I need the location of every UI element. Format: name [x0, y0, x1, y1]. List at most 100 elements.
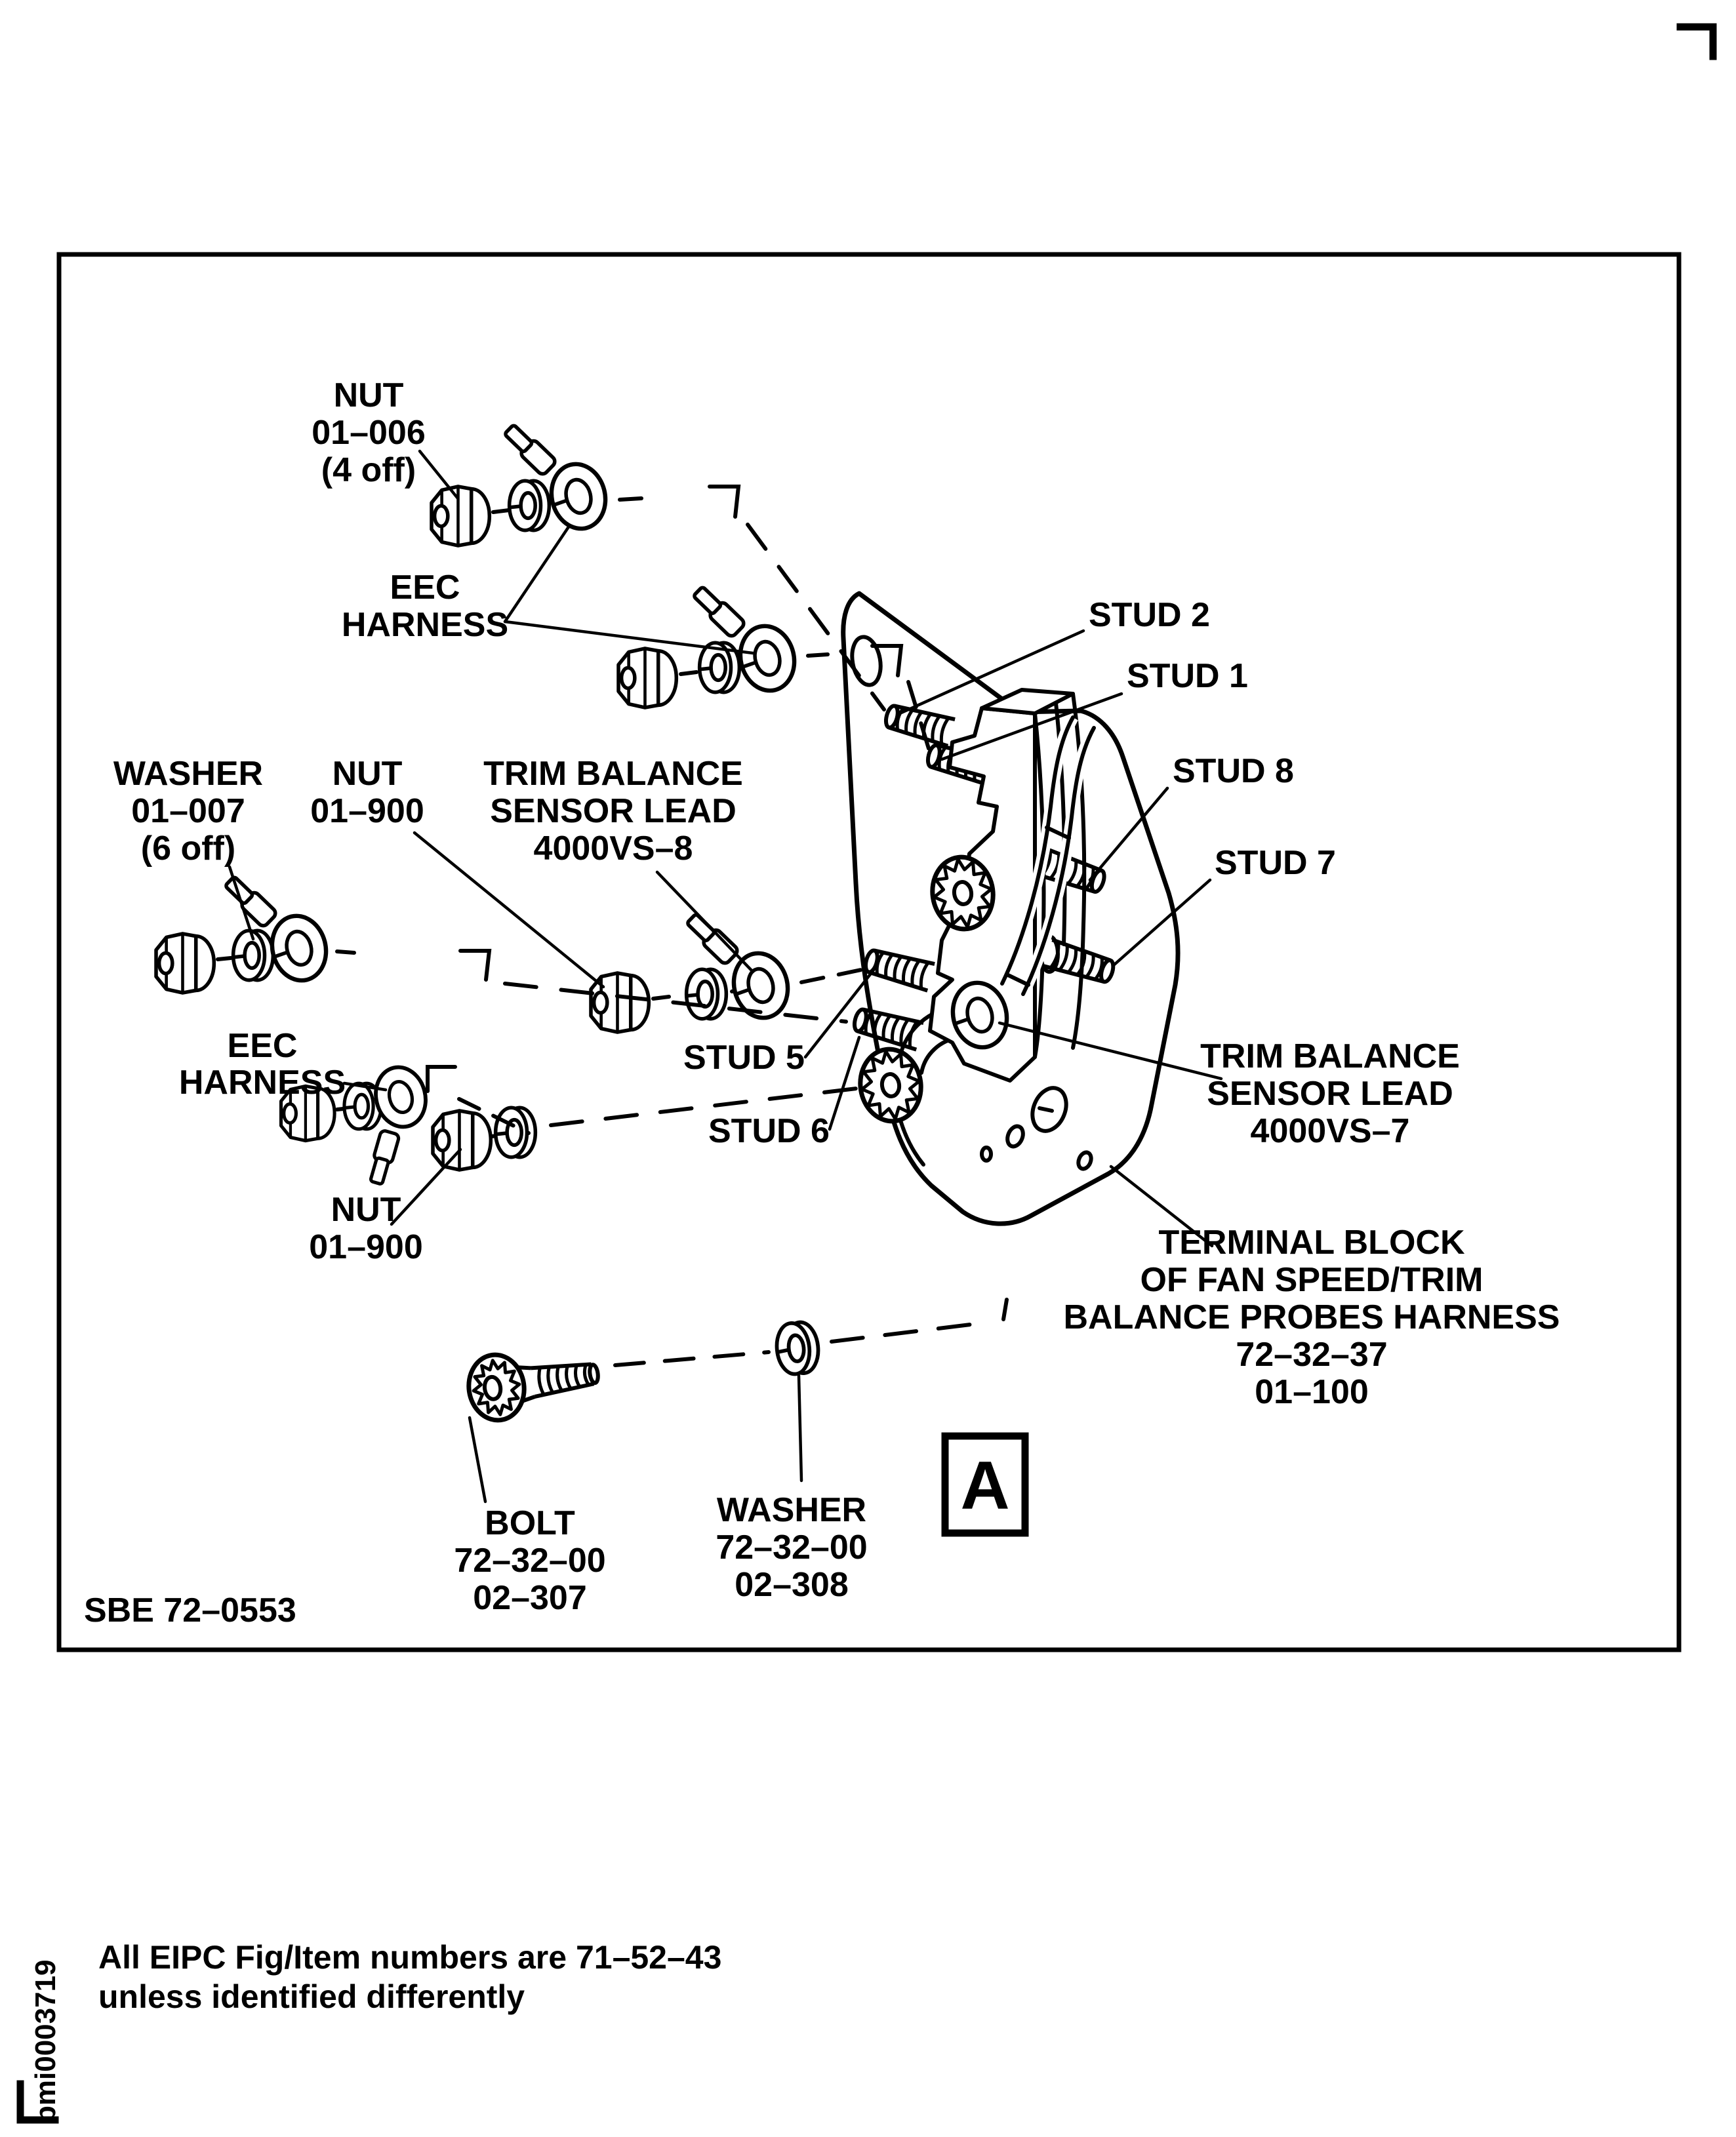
figure-frame	[56, 252, 1682, 1652]
plate-hole	[1076, 1150, 1093, 1171]
detail-a-marker: A	[941, 1432, 1029, 1537]
label-stud-7: STUD 7	[1215, 844, 1336, 882]
label-stud-8: STUD 8	[1173, 752, 1294, 790]
plate-hole	[1005, 1124, 1025, 1149]
leader-line	[1088, 786, 1169, 882]
label-terminal-block: TERMINAL BLOCK	[1158, 1224, 1464, 1262]
label-nut-mid: NUT	[333, 755, 403, 793]
svg-text:72–32–00: 72–32–00	[454, 1542, 605, 1580]
leader-line	[503, 524, 571, 624]
hardware-row-washer-left	[156, 873, 356, 993]
plate-hole	[980, 1146, 993, 1163]
leader-line	[228, 865, 255, 941]
label-eec-harness-bottom: EEC	[228, 1027, 298, 1065]
label-stud-2: STUD 2	[1089, 596, 1210, 634]
svg-text:4000VS–8: 4000VS–8	[534, 829, 693, 868]
plate-hole	[850, 635, 883, 687]
svg-text:SENSOR LEAD: SENSOR LEAD	[1207, 1075, 1453, 1113]
leader-line	[1109, 1165, 1214, 1248]
hardware-row-eec-bottom	[281, 1065, 428, 1186]
ring-terminal-icon-4000vs7	[950, 980, 1009, 1050]
leader-line	[797, 1374, 803, 1483]
bolt-icon	[466, 1352, 600, 1423]
label-trim-lead-7: TRIM BALANCE	[1200, 1037, 1460, 1075]
leader-line	[998, 1021, 1223, 1081]
leader-line	[940, 692, 1123, 761]
callout-labels: NUT 01–006 (4 off) EEC HARNESS WASHER 01…	[113, 376, 1560, 1617]
leader-line	[803, 970, 874, 1059]
footnote-line1: All EIPC Fig/Item numbers are 71–52–43	[98, 1939, 721, 1976]
svg-text:4000VS–7: 4000VS–7	[1251, 1112, 1410, 1150]
svg-text:01–007: 01–007	[131, 792, 245, 830]
footnote-line2: unless identified differently	[98, 1978, 525, 2015]
label-stud-5: STUD 5	[683, 1039, 805, 1077]
leader-line	[413, 831, 605, 989]
svg-text:(6 off): (6 off)	[141, 829, 235, 868]
svg-text:(4 off): (4 off)	[321, 451, 416, 489]
hardware-row-nut-bottom	[433, 1108, 535, 1170]
leader-line	[655, 870, 755, 974]
svg-text:72–32–37: 72–32–37	[1236, 1336, 1387, 1374]
label-bolt: BOLT	[485, 1504, 575, 1542]
label-trim-lead-8: TRIM BALANCE	[483, 755, 743, 793]
leader-line	[1112, 878, 1212, 967]
svg-text:OF FAN SPEED/TRIM: OF FAN SPEED/TRIM	[1141, 1261, 1484, 1299]
leader-line	[503, 620, 755, 655]
crop-mark-top-right	[1676, 23, 1717, 60]
svg-text:02–307: 02–307	[473, 1579, 587, 1617]
svg-text:01–900: 01–900	[310, 792, 424, 830]
leader-line	[828, 1035, 861, 1131]
detail-a-letter: A	[960, 1448, 1009, 1524]
svg-text:HARNESS: HARNESS	[342, 606, 508, 644]
crop-mark-bottom-left	[16, 2080, 59, 2124]
label-nut-bottom: NUT	[331, 1191, 401, 1229]
svg-text:HARNESS: HARNESS	[179, 1064, 346, 1102]
dash-corner	[708, 485, 741, 519]
hardware-row-eec-top1	[432, 422, 643, 546]
label-eec-harness-top: EEC	[390, 569, 460, 607]
dash-end-tick	[1001, 1298, 1009, 1321]
dashed-connector	[746, 523, 886, 711]
hex-nut-icon	[432, 487, 489, 546]
washer-icon	[510, 481, 550, 530]
leader-line	[390, 1148, 462, 1226]
washer-icon-02-308	[775, 1321, 820, 1376]
dashed-connector	[830, 1320, 994, 1344]
dashed-connector	[799, 967, 866, 984]
dash-corner	[458, 949, 492, 982]
ring-terminal-icon	[369, 1065, 428, 1186]
hardware-row-eec-top2	[618, 584, 830, 708]
dash-corner	[870, 644, 904, 677]
hardware-row-trim8	[591, 911, 794, 1032]
plate-hole	[1030, 1086, 1068, 1133]
svg-text:SENSOR LEAD: SENSOR LEAD	[490, 792, 737, 830]
dashed-connector	[503, 982, 848, 1024]
label-stud-1: STUD 1	[1127, 657, 1248, 695]
svg-text:01–006: 01–006	[312, 414, 426, 452]
dash-corner	[426, 1065, 457, 1093]
leader-line	[342, 1081, 388, 1092]
svg-text:02–308: 02–308	[735, 1566, 849, 1604]
hex-nut-icon	[433, 1111, 491, 1170]
svg-text:01–100: 01–100	[1255, 1373, 1369, 1411]
hex-nut-icon	[618, 649, 676, 708]
label-nut-top: NUT	[334, 376, 404, 414]
sensor-lead-tube	[996, 714, 1099, 997]
dashed-connector	[613, 1350, 771, 1367]
svg-text:72–32–00: 72–32–00	[716, 1528, 867, 1567]
doc-id-vertical: bmi0003719	[30, 1959, 62, 2123]
leader-line	[898, 629, 1085, 715]
svg-text:BALANCE PROBES HARNESS: BALANCE PROBES HARNESS	[1064, 1298, 1560, 1336]
label-washer-left: WASHER	[113, 755, 263, 793]
dashed-connectors	[426, 485, 1009, 1367]
dashed-connector	[457, 1097, 531, 1135]
hex-nut-icon	[156, 934, 214, 993]
washer-icon	[687, 969, 727, 1018]
figure-code: SBE 72–0553	[84, 1591, 296, 1629]
label-washer-bottom: WASHER	[717, 1491, 866, 1529]
svg-text:01–900: 01–900	[309, 1228, 423, 1266]
dashed-connector	[906, 680, 932, 755]
label-stud-6: STUD 6	[708, 1112, 830, 1150]
